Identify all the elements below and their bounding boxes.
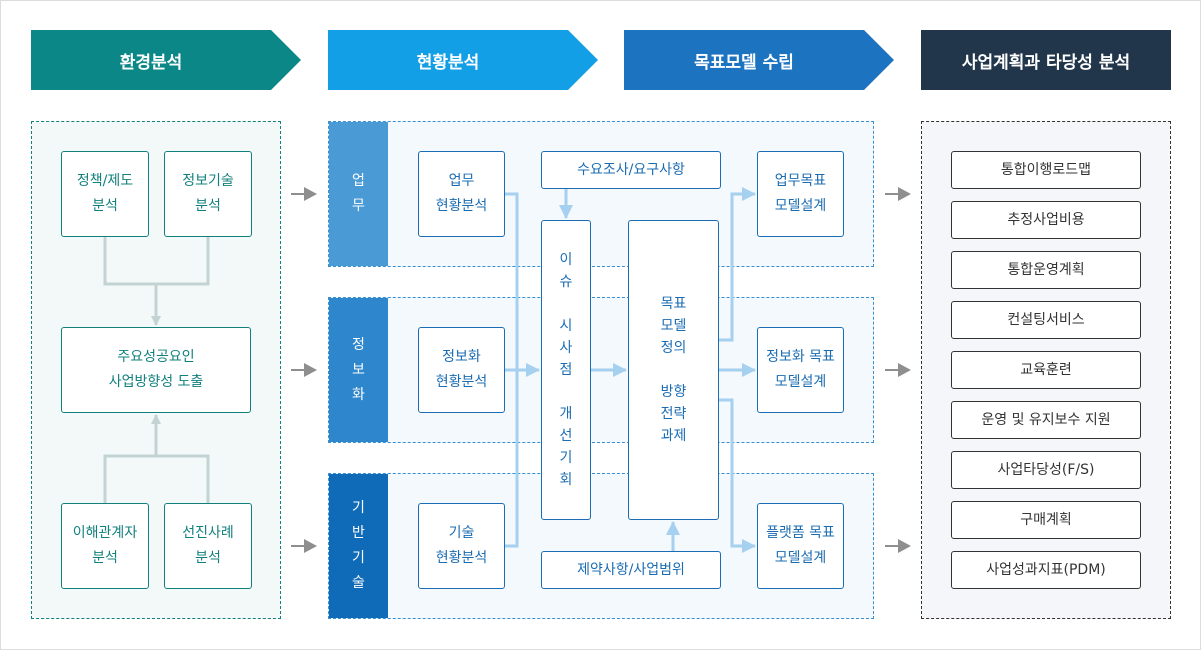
chevron-shape	[328, 30, 598, 90]
stage-label: 현황분석	[416, 52, 480, 73]
arrow-right-icon	[291, 539, 317, 553]
business-plan-item: 구매계획	[951, 501, 1141, 539]
chevron-shape	[624, 30, 894, 90]
stage-business-plan: 사업계획과 타당성 분석	[921, 30, 1171, 90]
row-label-infrastructure: 기 반 기 술	[329, 474, 388, 618]
stage-label: 환경분석	[119, 52, 183, 73]
target-model-definition-box: 목표 모델 정의 방향 전략 과제	[628, 220, 719, 520]
chevron-shape	[31, 30, 301, 90]
policy-analysis-box: 정책/제도 분석	[61, 151, 149, 237]
technology-current-analysis-box: 기술 현황분석	[418, 503, 505, 589]
business-plan-item: 사업성과지표(PDM)	[951, 551, 1141, 589]
business-target-model-box: 업무목표 모델설계	[757, 151, 844, 237]
stakeholder-analysis-box: 이해관계자 분석	[61, 503, 149, 589]
business-plan-item: 교육훈련	[951, 351, 1141, 389]
constraints-box: 제약사항/사업범위	[541, 551, 721, 589]
stage-target-model: 목표모델 수립	[624, 30, 894, 90]
business-plan-item: 추정사업비용	[951, 201, 1141, 239]
arrow-right-icon	[885, 363, 911, 377]
arrow-right-icon	[885, 539, 911, 553]
business-plan-item: 통합이행로드맵	[951, 151, 1141, 189]
it-analysis-box: 정보기술 분석	[164, 151, 252, 237]
informatization-current-analysis-box: 정보화 현황분석	[418, 327, 505, 413]
issues-box: 이 슈 시 사 점 개 선 기 회	[541, 220, 591, 520]
best-practice-analysis-box: 선진사례 분석	[164, 503, 252, 589]
arrow-right-icon	[291, 187, 317, 201]
row-label-informatization: 정 보 화	[329, 298, 388, 442]
arrow-right-icon	[291, 363, 317, 377]
platform-target-model-box: 플랫폼 목표 모델설계	[757, 503, 844, 589]
row-label-business: 업 무	[329, 122, 388, 266]
stage-current-analysis: 현황분석	[328, 30, 598, 90]
arrow-right-icon	[885, 187, 911, 201]
stage-label: 사업계획과 타당성 분석	[961, 52, 1131, 73]
business-plan-item: 운영 및 유지보수 지원	[951, 401, 1141, 439]
stage-label: 목표모델 수립	[694, 52, 794, 73]
demand-survey-box: 수요조사/요구사항	[541, 151, 721, 189]
business-current-analysis-box: 업무 현황분석	[418, 151, 505, 237]
business-plan-item: 사업타당성(F/S)	[951, 451, 1141, 489]
stage-environment-analysis: 환경분석	[31, 30, 301, 90]
business-plan-item: 컨설팅서비스	[951, 301, 1141, 339]
informatization-target-model-box: 정보화 목표 모델설계	[757, 327, 844, 413]
success-factor-box: 주요성공요인 사업방향성 도출	[61, 327, 251, 413]
business-plan-item: 통합운영계획	[951, 251, 1141, 289]
